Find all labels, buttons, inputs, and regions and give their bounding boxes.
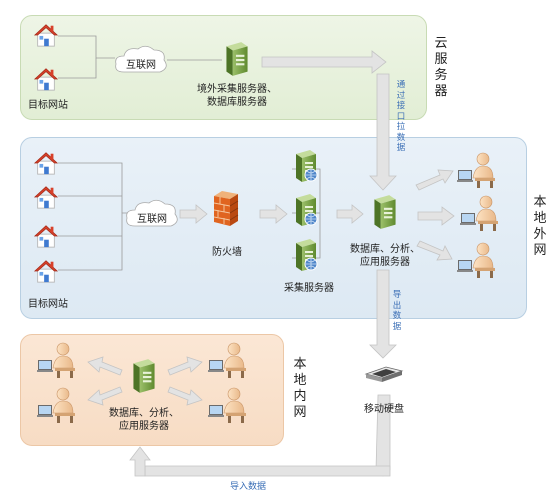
hard-disk-icon bbox=[364, 363, 404, 385]
user-workstation-icon bbox=[35, 385, 79, 425]
home-icon bbox=[33, 258, 59, 284]
cloud-server-label-1: 境外采集服务器、 bbox=[197, 84, 277, 95]
export-label: 导出数据 bbox=[392, 290, 402, 332]
external-network-panel bbox=[20, 137, 527, 319]
server-icon bbox=[370, 193, 400, 231]
home-icon bbox=[33, 66, 59, 92]
import-label: 导入数据 bbox=[229, 482, 267, 492]
user-workstation-icon bbox=[455, 150, 499, 190]
firewall-label: 防火墙 bbox=[212, 247, 242, 258]
disk-label: 移动硬盘 bbox=[364, 404, 404, 415]
cloud-panel bbox=[20, 15, 427, 120]
user-workstation-icon bbox=[458, 193, 502, 233]
cloud-internet-label: 互联网 bbox=[126, 60, 156, 71]
globe-server-icon bbox=[292, 148, 320, 184]
arrow bbox=[261, 50, 387, 74]
api-pull-label: 通过接口拉数据 bbox=[396, 80, 406, 153]
user-workstation-icon bbox=[35, 340, 79, 380]
user-workstation-icon bbox=[455, 240, 499, 280]
int-db-label-1: 数据库、分析、 bbox=[109, 408, 179, 419]
cloud-server-label-2: 数据库服务器 bbox=[207, 97, 267, 108]
server-icon bbox=[129, 357, 159, 395]
target-sites-label: 目标网站 bbox=[28, 100, 68, 111]
home-icon bbox=[33, 223, 59, 249]
home-icon bbox=[33, 150, 59, 176]
globe-server-icon bbox=[292, 192, 320, 228]
home-icon bbox=[33, 22, 59, 48]
user-workstation-icon bbox=[206, 385, 250, 425]
user-workstation-icon bbox=[206, 340, 250, 380]
link-line bbox=[58, 35, 115, 59]
cloud-section-title: 云服务器 bbox=[434, 36, 448, 99]
external-internet-label: 互联网 bbox=[137, 214, 167, 225]
target-sites-label: 目标网站 bbox=[28, 299, 68, 310]
ext-db-label-2: 应用服务器 bbox=[360, 257, 410, 268]
cloud-icon bbox=[126, 199, 178, 227]
internal-section-title: 本地内网 bbox=[293, 357, 307, 420]
globe-server-icon bbox=[292, 237, 320, 273]
external-section-title: 本地外网 bbox=[533, 195, 547, 258]
server-icon bbox=[222, 40, 252, 78]
ext-db-label-1: 数据库、分析、 bbox=[350, 244, 420, 255]
home-icon bbox=[33, 184, 59, 210]
collect-servers-label: 采集服务器 bbox=[284, 283, 334, 294]
arrow bbox=[369, 73, 397, 191]
firewall-icon bbox=[210, 188, 242, 228]
int-db-label-2: 应用服务器 bbox=[119, 421, 169, 432]
cloud-icon bbox=[115, 45, 167, 73]
